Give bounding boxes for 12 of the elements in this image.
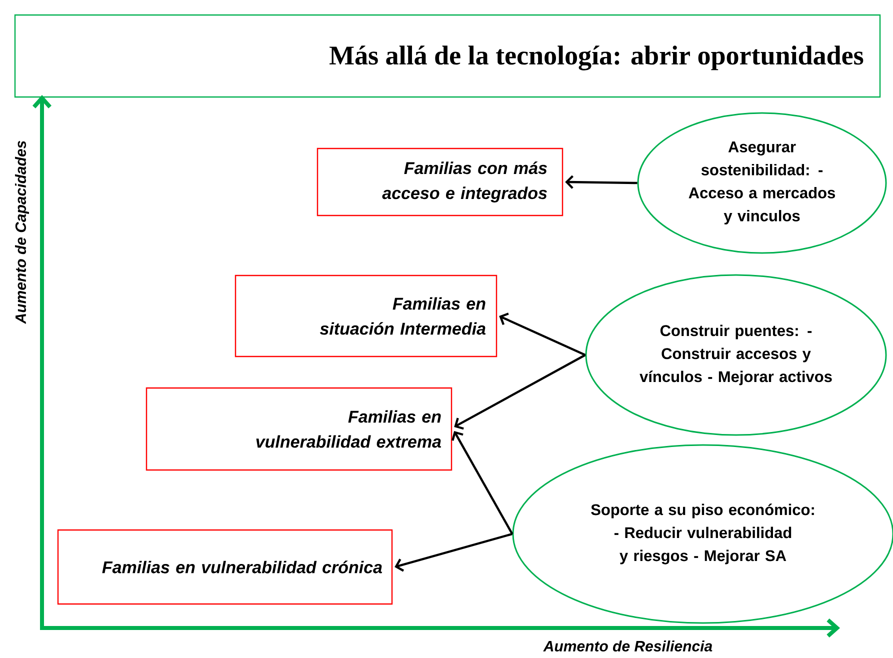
arrow	[394, 532, 513, 572]
axis-label: Aumento de Resiliencia	[543, 640, 712, 652]
title-banner: Más allá de la tecnología: abrir oportunidades	[14, 14, 881, 98]
arrow	[452, 431, 514, 535]
family-box: Familias en vulnerabilidad extrema	[146, 387, 452, 471]
arrow	[454, 354, 586, 430]
arrow	[499, 312, 586, 356]
family-box: Familias con más acceso e integrados	[316, 148, 564, 216]
family-box: Familias en situación Intermedia	[234, 274, 498, 358]
family-box: Familias en vulnerabilidad crónica	[57, 529, 393, 605]
arrow	[565, 175, 638, 189]
axis-label: Aumento de Capacidades	[15, 140, 29, 324]
